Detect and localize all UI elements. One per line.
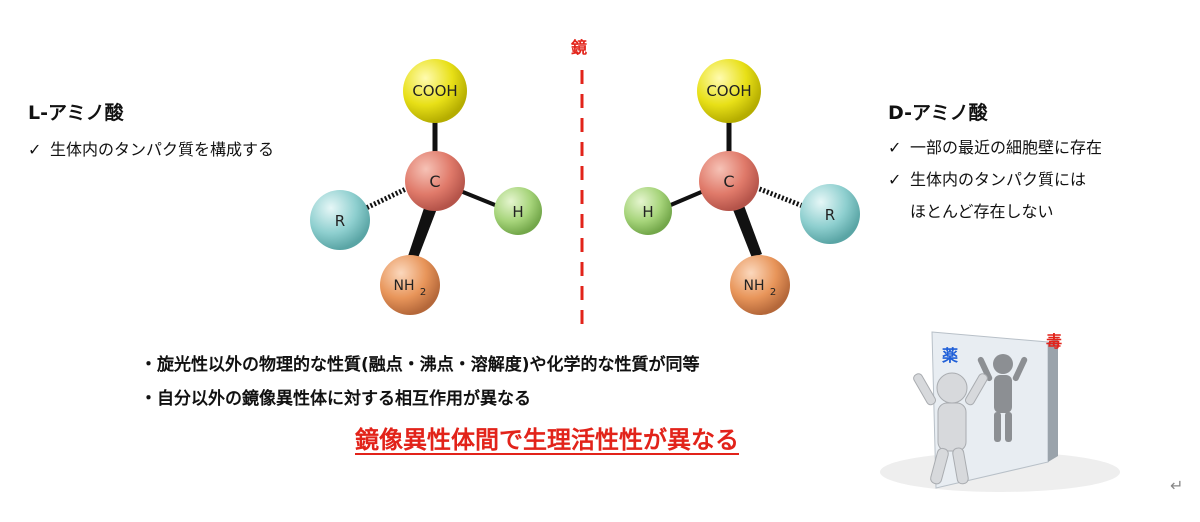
carbon-label: C <box>429 172 440 191</box>
hydrogen-label: H <box>512 203 523 221</box>
check-icon: ✓ <box>888 138 902 157</box>
l-item-text: 生体内のタンパク質を構成する <box>50 140 275 159</box>
d-molecule: COOH C H R NH 2 <box>624 59 860 315</box>
nh2-label: NH <box>394 278 415 294</box>
d-amino-acid-title: D-アミノ酸 <box>888 102 988 124</box>
r-group-label: R <box>335 212 345 230</box>
d-item-text-1: 一部の最近の細胞壁に存在 <box>910 138 1103 157</box>
cooh-label: COOH <box>412 82 457 100</box>
bond-c-h <box>457 188 501 209</box>
r-group-atom <box>800 184 860 244</box>
nh2-atom <box>380 255 440 315</box>
carbon-atom <box>699 151 759 211</box>
hydrogen-atom <box>494 187 542 235</box>
bond-c-nh2-wedge <box>730 200 762 258</box>
cooh-atom <box>697 59 761 123</box>
reflection-figure <box>977 354 1028 442</box>
r-group-atom <box>310 190 370 250</box>
cooh-atom <box>403 59 467 123</box>
nh2-label: NH <box>744 278 765 294</box>
d-amino-acid-item-1: ✓ 一部の最近の細胞壁に存在 <box>888 134 1102 158</box>
l-amino-acid-item: ✓ 生体内のタンパク質を構成する <box>28 136 274 160</box>
hydrogen-atom <box>624 187 672 235</box>
check-icon: ✓ <box>888 170 902 189</box>
front-figure <box>913 372 988 485</box>
hydrogen-label: H <box>642 203 653 221</box>
conclusion-text: 鏡像異性体間で生理活性性が異なる <box>355 426 739 454</box>
drug-label: 薬 <box>941 346 959 365</box>
bullet-2: ・自分以外の鏡像異性体に対する相互作用が異なる <box>140 389 531 409</box>
mirror-label: 鏡 <box>571 38 588 57</box>
cooh-label: COOH <box>706 82 751 100</box>
mirror-illustration: 薬 毒 <box>880 331 1120 492</box>
bond-c-r-hashed <box>360 183 414 213</box>
l-amino-acid-title: L-アミノ酸 <box>28 102 124 124</box>
bullet-1: ・旋光性以外の物理的な性質(融点・沸点・溶解度)や化学的な性質が同等 <box>140 355 700 375</box>
poison-label: 毒 <box>1046 332 1062 351</box>
nh2-subscript: 2 <box>770 287 776 298</box>
mirror-edge <box>1048 338 1058 462</box>
nh2-atom <box>730 255 790 315</box>
bond-c-h <box>665 188 707 209</box>
carbon-atom <box>405 151 465 211</box>
carbon-label: C <box>723 172 734 191</box>
l-molecule: COOH C H R NH 2 <box>310 59 542 315</box>
bond-c-nh2-wedge <box>408 202 438 258</box>
r-group-label: R <box>825 206 835 224</box>
d-item-text-2: 生体内のタンパク質には <box>910 170 1087 189</box>
bond-c-r-hashed <box>751 183 809 211</box>
return-icon: ↵ <box>1170 476 1184 495</box>
nh2-subscript: 2 <box>420 287 426 298</box>
d-amino-acid-item-2: ✓ 生体内のタンパク質には <box>888 166 1086 190</box>
d-item-continuation: ほとんど存在しない <box>910 202 1054 221</box>
check-icon: ✓ <box>28 140 42 159</box>
